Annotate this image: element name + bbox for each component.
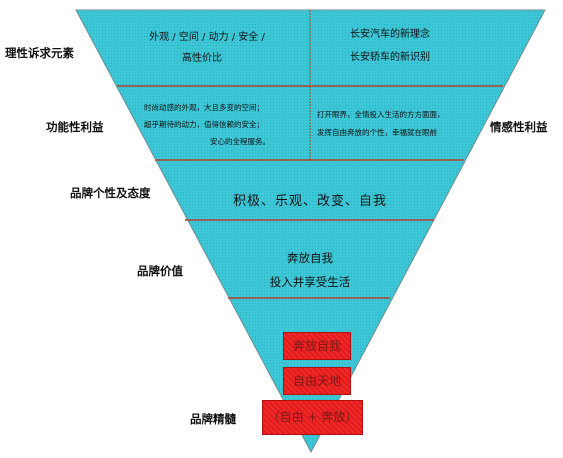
- level2-right-line1: 打开眼界，全情投入生活的方方面面，: [317, 110, 445, 119]
- essence-box-1: 奔放自我: [283, 332, 351, 360]
- level1-right-line2: 长安轿车的新识别: [350, 52, 430, 63]
- level3-personality-text: 积极、乐观、改变、自我: [232, 194, 387, 209]
- level2-left-line1: 时尚动感的外观，大且多变的空间；: [144, 103, 264, 112]
- level2-right-line2: 发挥自由奔放的个性，幸福就在眼前: [317, 128, 437, 137]
- level4-value-line2: 投入并享受生活: [269, 275, 351, 289]
- level4-value-line1: 奔放自我: [287, 251, 333, 265]
- level2-left-line2: 超乎期待的动力，值得信赖的安全；: [144, 120, 264, 129]
- level1-right-line1: 长安汽车的新理念: [350, 29, 430, 40]
- essence-box-2: 自由天地: [283, 367, 351, 395]
- essence-box-3: （自由 + 奔放）: [262, 400, 363, 435]
- level1-left-line2: 高性价比: [182, 53, 222, 64]
- label-brand-essence: 品牌精髓: [190, 412, 236, 426]
- level2-left-line3: 安心的全程服务。: [210, 137, 270, 146]
- label-functional-benefit: 功能性利益: [46, 120, 104, 134]
- label-brand-value: 品牌价值: [137, 264, 183, 278]
- level1-left-line1: 外观 / 空间 / 动力 / 安全 /: [149, 32, 265, 43]
- label-emotional-benefit: 情感性利益: [490, 120, 548, 134]
- label-brand-personality: 品牌个性及态度: [70, 186, 151, 200]
- label-rational-elements: 理性诉求元素: [5, 46, 74, 60]
